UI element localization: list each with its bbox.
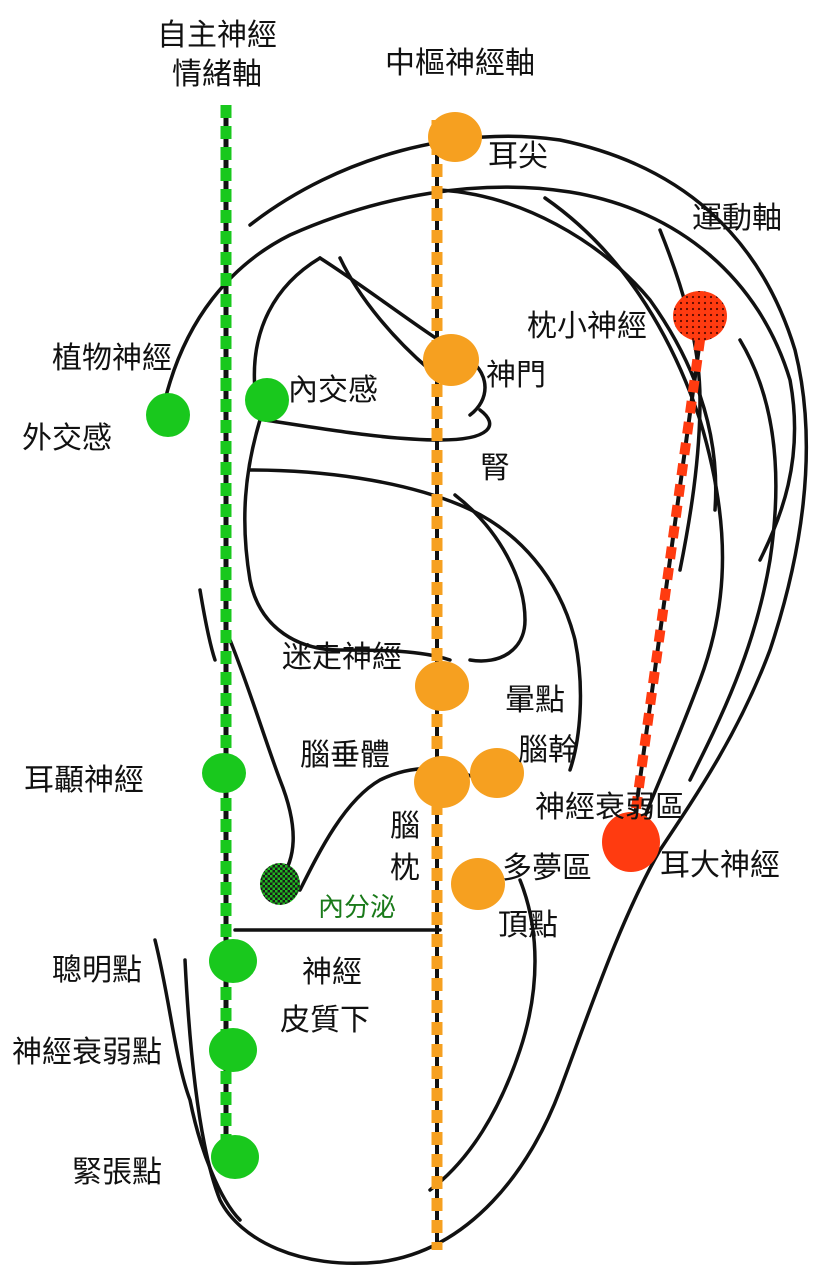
- brainstem-label: 腦幹: [518, 733, 578, 768]
- vertex-point: [451, 858, 505, 910]
- endocrine-label: 內分泌: [318, 893, 396, 923]
- smart-point: [209, 939, 257, 983]
- lower-rim-right: [428, 878, 537, 1192]
- autonomic-axis-title-2: 情緒軸: [172, 57, 262, 92]
- antihelix-inner: [438, 188, 718, 512]
- shenmen-label: 神門: [486, 358, 546, 393]
- antitragus-notch: [228, 638, 295, 882]
- neuro-weak-point-label: 神經衰弱點: [12, 1035, 162, 1070]
- vertex-point-label: 頂點: [498, 908, 558, 943]
- subcortex-label-2: 皮質下: [280, 1003, 370, 1038]
- vegetative-label: 植物神經: [52, 341, 172, 376]
- concha-wall: [453, 493, 527, 663]
- auriculotemporal-point: [202, 753, 246, 793]
- acupoints: [146, 112, 727, 1179]
- smart-point-label: 聰明點: [52, 953, 142, 988]
- dizzy-point-label: 暈點: [505, 683, 565, 718]
- motor-axis-title: 運動軸: [692, 201, 782, 236]
- lower-outline: [153, 938, 242, 1222]
- intertragic-line: [198, 588, 217, 662]
- vagus-label: 迷走神經: [282, 640, 402, 675]
- pituitary-label: 腦垂體: [300, 738, 390, 773]
- central-axis-title: 中樞神經軸: [385, 46, 535, 81]
- labels: 自主神經 情緒軸 中樞神經軸 運動軸 耳尖 枕小神經 植物神經 內交感 外交感 …: [12, 18, 782, 1190]
- ear-outline: [153, 134, 809, 1265]
- crus-helix: [243, 418, 452, 662]
- cymba-line: [263, 408, 492, 442]
- occiput-label: 枕: [390, 851, 420, 886]
- great-auricular-point: [602, 812, 660, 872]
- internal-sympathetic-label: 內交感: [288, 373, 378, 408]
- ear-apex-point: [428, 112, 482, 162]
- antihelix-outer: [543, 196, 725, 832]
- superior-crus: [658, 228, 702, 572]
- neuro-weak-zone-label: 神經衰弱區: [535, 790, 685, 825]
- subcortex-label-1: 神經: [302, 955, 362, 990]
- pituitary-point: [414, 756, 470, 808]
- auriculotemporal-label: 耳顳神經: [24, 763, 144, 798]
- kidney-label: 腎: [480, 451, 510, 486]
- external-sympathetic-label: 外交感: [22, 421, 112, 456]
- autonomic-axis-title-1: 自主神經: [157, 18, 277, 53]
- brainstem-point: [470, 748, 524, 798]
- scaphoid-line: [688, 338, 778, 782]
- brain-label: 腦: [390, 809, 420, 844]
- internal-sympathetic-point: [245, 378, 289, 422]
- dream-zone-label: 多夢區: [502, 851, 592, 886]
- fossa-curve-1: [252, 256, 322, 392]
- tension-point-label: 緊張點: [72, 1155, 162, 1190]
- helix-inner-rim: [163, 185, 797, 562]
- motor-axis-dash: [627, 317, 708, 839]
- fossa-curve-3: [338, 256, 432, 372]
- tension-point: [211, 1135, 259, 1179]
- antitragus-bridge: [248, 468, 583, 772]
- shenmen-point: [423, 334, 479, 386]
- dizzy-point: [415, 661, 469, 711]
- helix-outer-rim: [183, 134, 809, 1265]
- great-auricular-label: 耳大神經: [660, 848, 780, 883]
- neuro-weak-point: [209, 1028, 257, 1072]
- external-sympathetic-point: [146, 393, 190, 437]
- endocrine-point: [260, 863, 300, 905]
- lesser-occipital-label: 枕小神經: [527, 309, 647, 344]
- lesser-occipital-point: [673, 291, 727, 341]
- ear-apex-label: 耳尖: [488, 139, 548, 174]
